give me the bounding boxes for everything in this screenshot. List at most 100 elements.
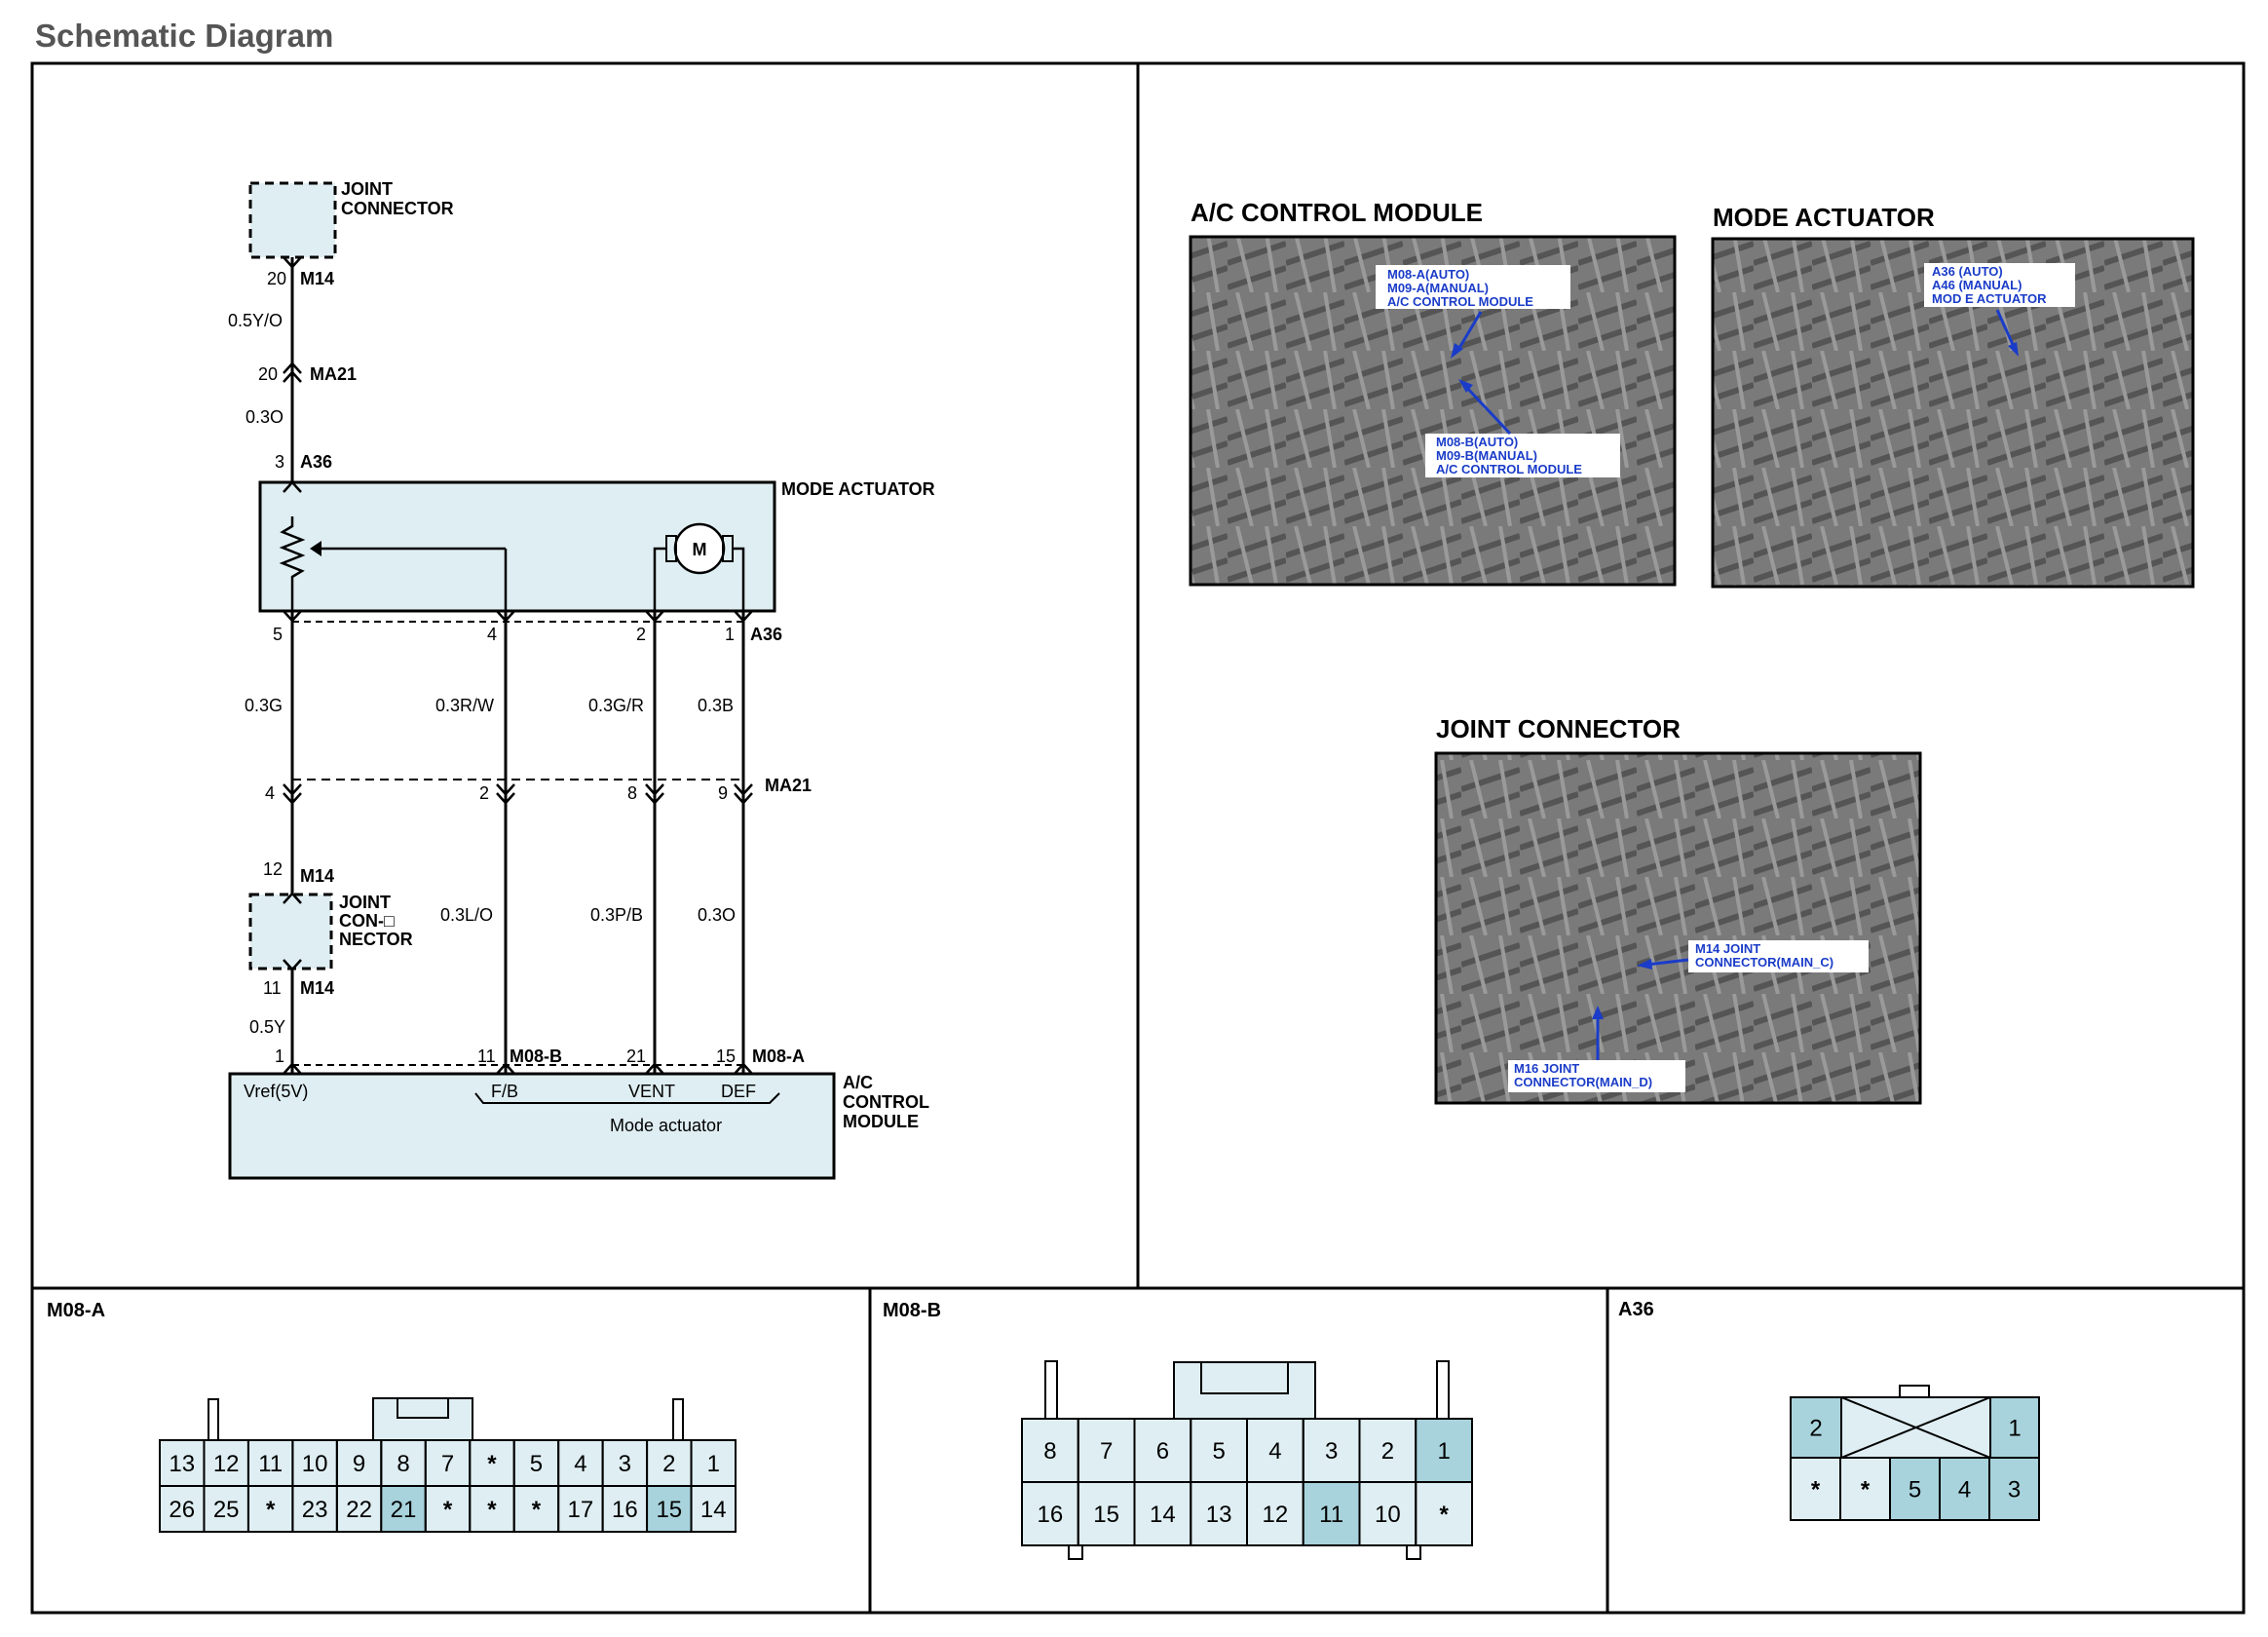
potentiometer	[279, 516, 306, 611]
m08a-pin-*-label: *	[443, 1497, 453, 1523]
page-title: Schematic Diagram	[35, 18, 334, 54]
m08a-pin-3-label: 3	[619, 1451, 631, 1477]
a36-pin-2-label: 2	[1809, 1416, 1822, 1442]
photo-mode-actuator: MODE ACTUATOR A36 (AUTO) A46 (MANUAL) MO…	[1711, 203, 2195, 589]
a36-pin-3-label: 3	[2008, 1477, 2021, 1504]
m08a-pin-15-label: 15	[656, 1497, 682, 1523]
a36-pin-4: 4	[487, 625, 497, 644]
a36-bottom-connector: A36	[750, 625, 782, 644]
m08a-pin-2-label: 2	[662, 1451, 675, 1477]
m08a-title: M08-A	[47, 1300, 105, 1321]
mode-callout-l2: A46 (MANUAL)	[1932, 278, 2022, 292]
m14-top-connector: M14	[300, 269, 334, 288]
m08a-pin-12-label: 12	[213, 1451, 240, 1477]
m08b-pin-13-label: 13	[1206, 1502, 1232, 1528]
wire-upper-3: 0.3G/R	[588, 696, 644, 715]
joint-callout1-l2: CONNECTOR(MAIN_C)	[1695, 955, 1833, 970]
photo-joint-title: JOINT CONNECTOR	[1436, 714, 1681, 743]
wire-lower-1: 0.3L/O	[440, 905, 493, 925]
motor-label: M	[693, 540, 707, 559]
acm-m08a: M08-A	[752, 1047, 805, 1066]
m08a-pin-5-label: 5	[530, 1451, 543, 1477]
m08b-pin-5-label: 5	[1212, 1438, 1225, 1465]
m08b-pin-16-label: 16	[1038, 1502, 1064, 1528]
m08b-pin-3-label: 3	[1325, 1438, 1338, 1465]
m08a-pin-14-label: 14	[700, 1497, 727, 1523]
m08b-pin-*-label: *	[1439, 1502, 1449, 1528]
a36-pin-2: 2	[636, 625, 646, 644]
joint-top-label2: CONNECTOR	[341, 199, 454, 218]
m08a-pin-17-label: 17	[568, 1497, 594, 1523]
ma21-pin-4: 4	[265, 783, 275, 803]
frames	[30, 61, 2246, 1615]
joint-mid-label3: NECTOR	[339, 930, 413, 949]
joint-connector-top-box	[248, 181, 337, 259]
acm-pin-11: 11	[477, 1047, 496, 1066]
a36-pin-1-label: 1	[2008, 1416, 2021, 1442]
ma21-pin-8: 8	[627, 783, 637, 803]
photo-joint-connector: JOINT CONNECTOR M14 JOINT CONNECTOR(MAIN…	[1434, 714, 1922, 1105]
photo-acm-title: A/C CONTROL MODULE	[1191, 198, 1483, 227]
a36-pin-4-label: 4	[1958, 1477, 1971, 1504]
acm-vref: Vref(5V)	[244, 1082, 308, 1101]
acm-mode: Mode actuator	[610, 1116, 722, 1135]
acm-def: DEF	[721, 1082, 756, 1101]
m08a-pin-25-label: 25	[213, 1497, 240, 1523]
wire-upper-1: 0.3G	[245, 696, 283, 715]
m08a-pin-13-label: 13	[169, 1451, 195, 1477]
m08a-pin-*-label: *	[487, 1497, 497, 1523]
photo-acm: A/C CONTROL MODULE M08-A(AUTO) M09-A(MAN…	[1189, 198, 1677, 587]
m08b-pin-14-label: 14	[1150, 1502, 1176, 1528]
a36-pin-4-cell	[1939, 1457, 1990, 1521]
m14-upper-pin: 12	[263, 859, 283, 879]
m08a-pin-15-cell	[646, 1485, 693, 1533]
acm-callout1-l3: A/C CONTROL MODULE	[1387, 294, 1533, 309]
a36-pin-5: 5	[273, 625, 283, 644]
m08b-pin-12-label: 12	[1263, 1502, 1289, 1528]
m08b-pin-11-label: 11	[1319, 1502, 1343, 1528]
m08b-pin-8-label: 8	[1043, 1438, 1056, 1465]
acm-callout2-l3: A/C CONTROL MODULE	[1436, 462, 1582, 476]
wire-mid-label: 0.3O	[246, 407, 284, 427]
m08a-pin-10-label: 10	[302, 1451, 328, 1477]
acm-callout2-l1: M08-B(AUTO)	[1436, 435, 1518, 449]
acm-callout1-l2: M09-A(MANUAL)	[1387, 281, 1489, 295]
acm-label1: A/C	[843, 1073, 873, 1092]
m08a-pin-21-label: 21	[391, 1497, 417, 1523]
m08a-pin-9-label: 9	[353, 1451, 365, 1477]
m08a-pin-*-label: *	[487, 1451, 497, 1477]
m08a-pin-26-label: 26	[169, 1497, 195, 1523]
ma21-bottom-connector: MA21	[765, 776, 812, 795]
acm-pin-1: 1	[275, 1047, 284, 1066]
m08a-pin-8-label: 8	[397, 1451, 409, 1477]
m08b-pin-*-cell	[1415, 1481, 1473, 1546]
m08a-pin-22-label: 22	[346, 1497, 372, 1523]
joint-top-label1: JOINT	[341, 179, 393, 199]
a36-pin-blank-label: *	[1861, 1477, 1871, 1504]
joint-connector-mid-box	[248, 893, 333, 971]
m08b-pin-2-label: 2	[1381, 1438, 1394, 1465]
ma21-top-connector: MA21	[310, 364, 357, 384]
wire-left-lower: 0.5Y	[249, 1017, 285, 1037]
m08b-pin-10-label: 10	[1375, 1502, 1401, 1528]
m14-lower-connector: M14	[300, 978, 334, 998]
photo-joint-image	[1434, 751, 1922, 1105]
joint-callout2-l1: M16 JOINT	[1514, 1061, 1579, 1076]
ma21-pin-9: 9	[718, 783, 728, 803]
ma21-pin-2: 2	[479, 783, 489, 803]
acm-m08b: M08-B	[510, 1047, 562, 1066]
acm-box	[228, 1072, 836, 1180]
schematic: JOINT CONNECTOR 20 M14 0.5Y/O 20 MA21 0.…	[228, 179, 935, 1180]
ma21-top-pin: 20	[258, 364, 278, 384]
m14-upper-connector: M14	[300, 866, 334, 886]
mode-actuator-label: MODE ACTUATOR	[781, 479, 935, 499]
m08a-pin-11-label: 11	[258, 1451, 283, 1477]
a36-pin-2-cell	[1790, 1396, 1842, 1459]
m08b-pin-15-label: 15	[1093, 1502, 1119, 1528]
a36-pin-5-label: 5	[1909, 1477, 1921, 1504]
acm-vent: VENT	[628, 1082, 675, 1101]
